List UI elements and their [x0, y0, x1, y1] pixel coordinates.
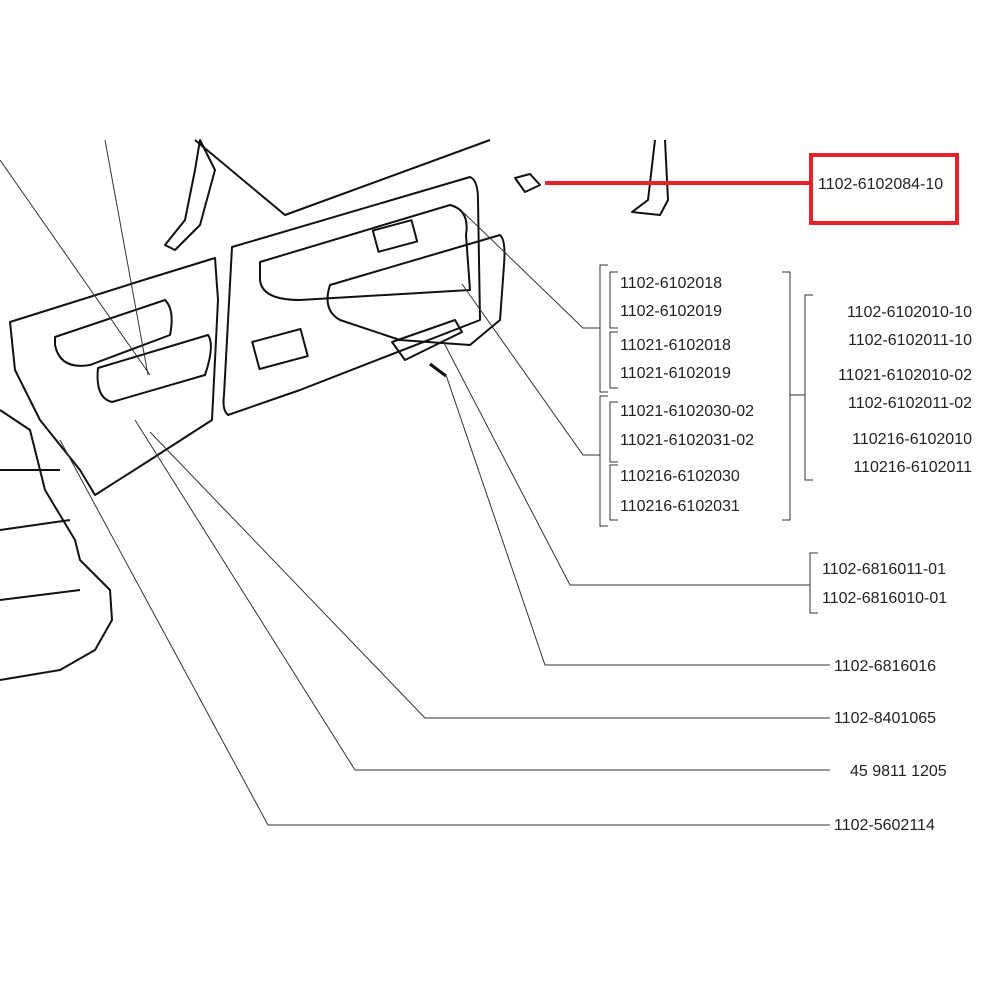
front-door-panel [222, 176, 481, 416]
part-number: 1102-6816011-01 [822, 561, 946, 578]
rear-pillar [631, 139, 669, 216]
part-number: 1102-6816016 [834, 658, 937, 675]
part-number: 1102-8401065 [834, 710, 937, 727]
part-number: 11021-6102030-02 [620, 403, 755, 420]
rear-armrest [96, 334, 212, 403]
part-number: 1102-6102011-02 [848, 395, 972, 412]
clip [514, 173, 541, 193]
door-handle [391, 319, 463, 361]
body-section [0, 409, 113, 681]
part-number: 45 9811 1205 [850, 763, 947, 780]
highlight-callout [545, 153, 959, 225]
part-number: 11021-6102010-02 [837, 367, 972, 384]
part-number: 1102-6102019 [620, 303, 723, 320]
part-number: 110216-6102010 [852, 431, 972, 448]
part-number: 110216-6102031 [620, 498, 740, 515]
screw [429, 362, 447, 378]
part-number: 1102-6816010-01 [822, 590, 948, 607]
part-number: 110216-6102011 [853, 459, 972, 476]
part-number: 1102-6102018 [620, 275, 723, 292]
front-armrest-panel [326, 234, 506, 346]
part-number: 11021-6102018 [620, 337, 731, 354]
part-number: 1102-6102010-10 [846, 304, 972, 321]
part-number: 1102-6102011-10 [848, 332, 972, 349]
upper-shelf [194, 139, 491, 216]
part-number: 11021-6102019 [620, 365, 731, 382]
highlighted-part-number: 1102-6102084-10 [818, 176, 944, 193]
part-number: 1102-5602114 [834, 817, 935, 834]
part-number: 11021-6102031-02 [620, 432, 755, 449]
rear-door-panel [9, 257, 219, 496]
pillar-trim [164, 139, 216, 251]
part-number: 110216-6102030 [620, 468, 740, 485]
